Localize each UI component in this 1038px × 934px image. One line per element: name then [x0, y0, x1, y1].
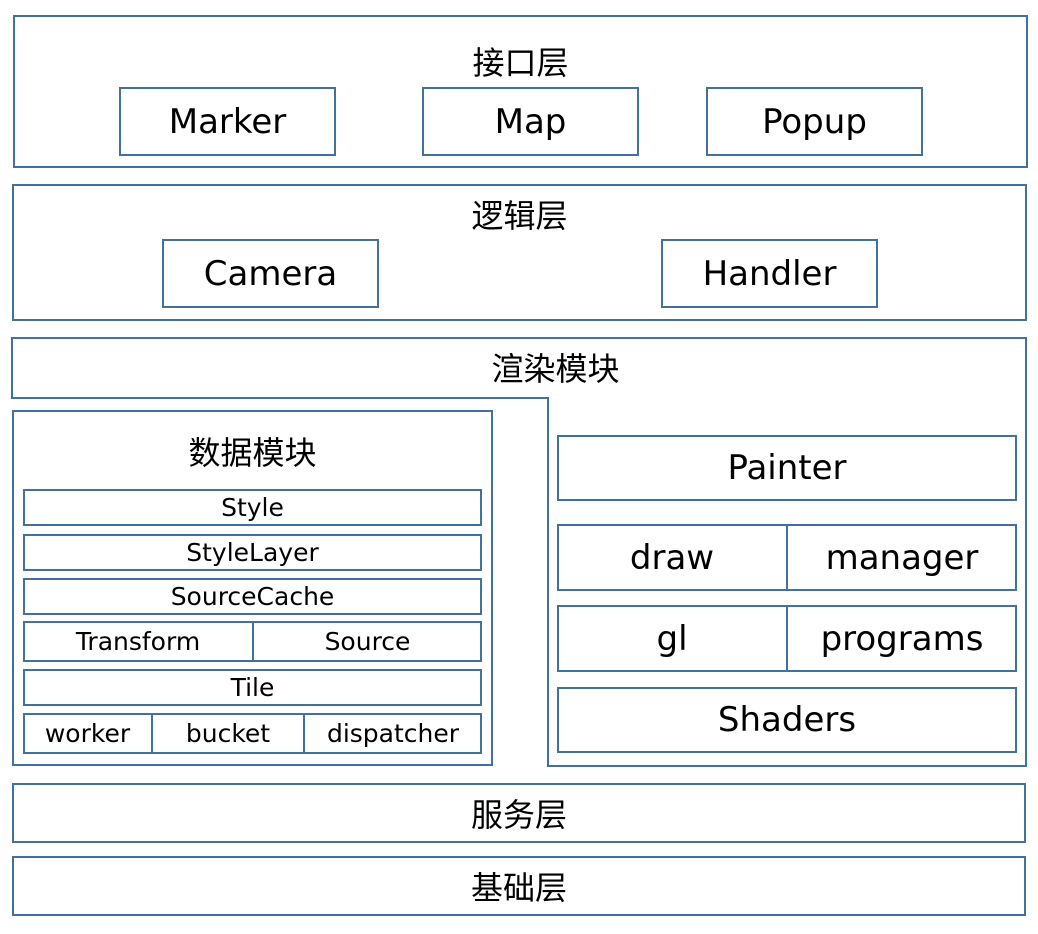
transform-label: Transform [75, 627, 201, 656]
foundation-layer-title: 基础层 [470, 869, 567, 907]
manager-label: manager [825, 537, 979, 578]
draw-manager-divider [786, 524, 788, 591]
service-layer [12, 783, 1026, 843]
shaders-box: Shaders [557, 687, 1017, 753]
interface-layer-title: 接口层 [472, 44, 569, 82]
foundation-layer [12, 856, 1026, 916]
render-module-title: 渲染模块 [491, 350, 620, 388]
map-box: Map [422, 87, 639, 156]
gl-label: gl [656, 618, 688, 659]
transform-source-divider [252, 621, 254, 662]
bucket-label: bucket [185, 719, 271, 748]
worker-bucket-divider [151, 713, 153, 754]
programs-label: programs [820, 618, 984, 659]
logic-layer-title: 逻辑层 [471, 197, 568, 235]
worker-bucket-dispatcher-row [23, 713, 482, 754]
marker-box: Marker [119, 87, 336, 156]
source-cache-box: SourceCache [23, 578, 482, 615]
draw-label: draw [629, 537, 715, 578]
handler-box: Handler [661, 239, 878, 308]
service-layer-title: 服务层 [470, 796, 567, 834]
dispatcher-label: dispatcher [326, 719, 460, 748]
painter-box: Painter [557, 435, 1017, 501]
style-layer-box: StyleLayer [23, 534, 482, 571]
worker-label: worker [44, 719, 131, 748]
popup-box: Popup [706, 87, 923, 156]
camera-box: Camera [162, 239, 379, 308]
tile-box: Tile [23, 669, 482, 706]
bucket-dispatcher-divider [303, 713, 305, 754]
source-label: Source [324, 627, 411, 656]
gl-programs-divider [786, 605, 788, 672]
data-module-title: 数据模块 [188, 434, 317, 472]
style-box: Style [23, 489, 482, 526]
